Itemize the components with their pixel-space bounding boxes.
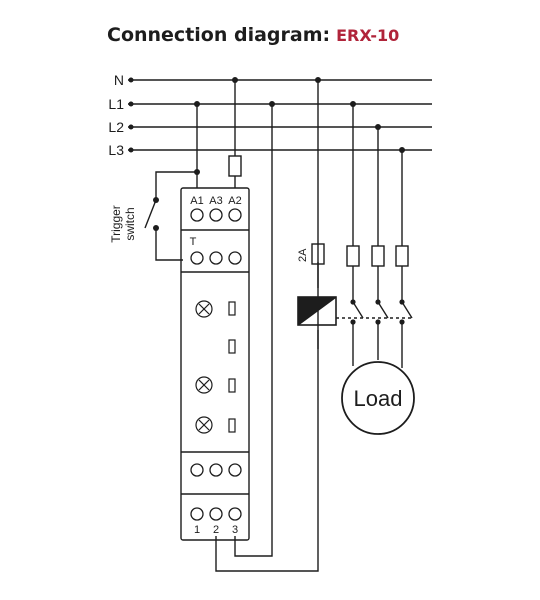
terminal-unused-5 <box>228 463 242 477</box>
terminal-unused-3 <box>190 463 204 477</box>
contact-dots <box>350 299 405 325</box>
setting-slot <box>228 301 236 316</box>
indicator-lamp-icon <box>195 416 213 434</box>
label-l3: L3 <box>108 142 124 158</box>
trigger-label-line1: Trigger <box>109 205 123 243</box>
terminal-label-a3: A3 <box>209 195 222 207</box>
terminal-screws <box>190 208 242 521</box>
device-wiring <box>144 80 319 572</box>
setting-slot <box>228 339 236 354</box>
load-circuit <box>346 104 413 368</box>
bottom-terminal-labels: 1 2 3 <box>194 524 238 536</box>
relay-device <box>180 187 250 541</box>
label-n: N <box>114 72 124 88</box>
indicator-lamp-icon <box>195 376 213 394</box>
terminal-3 <box>228 507 242 521</box>
terminal-label-1: 1 <box>194 524 200 536</box>
fuse-2a <box>311 243 325 265</box>
terminal-unused-2 <box>228 251 242 265</box>
line-start-dots <box>128 77 134 153</box>
terminal-unused-1 <box>209 251 223 265</box>
top-terminal-labels: A1 A3 A2 T <box>190 195 242 248</box>
front-panel <box>195 300 236 434</box>
terminal-a3 <box>209 208 223 222</box>
terminal-label-a1: A1 <box>190 195 203 207</box>
terminal-a2 <box>228 208 242 222</box>
fuse-label: 2A <box>297 248 309 262</box>
fuse-load-l1 <box>346 245 360 267</box>
contactor-coil <box>297 296 337 326</box>
supply-lines <box>128 79 432 151</box>
contact-l1 <box>352 301 364 319</box>
terminal-2 <box>209 507 223 521</box>
contact-l2 <box>377 301 389 319</box>
model-name: ERX-10 <box>336 26 400 45</box>
load-label: Load <box>354 386 403 411</box>
trigger-switch-label: Trigger switch <box>109 205 137 243</box>
contact-l3 <box>401 301 413 319</box>
fuse-a2 <box>228 155 242 177</box>
fuse-load-l3 <box>395 245 409 267</box>
terminal-label-t: T <box>190 236 197 248</box>
trigger-label-line2: switch <box>123 207 137 240</box>
terminal-label-3: 3 <box>232 524 238 536</box>
junction-dots <box>153 77 405 231</box>
indicator-lamp-icon <box>195 300 213 318</box>
device-housing <box>180 187 250 541</box>
setting-slot <box>228 418 236 433</box>
terminal-1 <box>190 507 204 521</box>
diagram-title: Connection diagram: ERX-10 <box>107 24 399 46</box>
fuse-load-l2 <box>371 245 385 267</box>
title-text: Connection diagram: <box>107 24 331 46</box>
load-circle <box>341 361 415 435</box>
terminal-t <box>190 251 204 265</box>
trigger-switch-contact <box>144 199 157 229</box>
label-l1: L1 <box>108 96 124 112</box>
terminal-unused-4 <box>209 463 223 477</box>
label-l2: L2 <box>108 119 124 135</box>
terminal-a1 <box>190 208 204 222</box>
setting-slot <box>228 378 236 393</box>
supply-line-labels: N L1 L2 L3 <box>108 72 124 158</box>
terminal-label-2: 2 <box>213 524 219 536</box>
terminal-label-a2: A2 <box>228 195 241 207</box>
